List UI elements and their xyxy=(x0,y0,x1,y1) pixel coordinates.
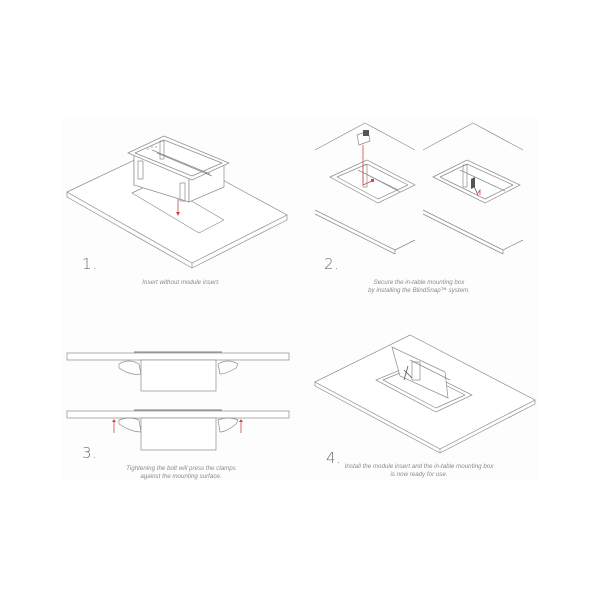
step-3-number: 3. xyxy=(82,444,98,462)
step-2-caption: Secure the in-table mounting box by inst… xyxy=(368,279,470,294)
step-2-illustration xyxy=(314,122,524,255)
step-1-caption: Insert without module insert. xyxy=(142,279,220,286)
step-4-panel: 4. Install the module insert and the in-… xyxy=(300,320,538,490)
step-1-illustration xyxy=(66,135,288,269)
step-4-illustration xyxy=(314,334,536,454)
step-4-number: 4. xyxy=(326,449,342,467)
step-3-caption: Tightening the bolt will press the clamp… xyxy=(126,465,236,480)
step-1-number: 1. xyxy=(82,255,98,273)
step-2-number: 2. xyxy=(324,255,340,273)
step-2-panel: 2. Secure the in-table mounting box by i… xyxy=(300,117,538,307)
step-1-panel: 1. Insert without module insert. xyxy=(62,117,300,297)
step-4-caption: Install the module insert and the in-tab… xyxy=(344,463,494,478)
step-3-illustration xyxy=(66,351,290,451)
step-3-panel: 3. Tightening the bolt will press the cl… xyxy=(62,330,300,490)
